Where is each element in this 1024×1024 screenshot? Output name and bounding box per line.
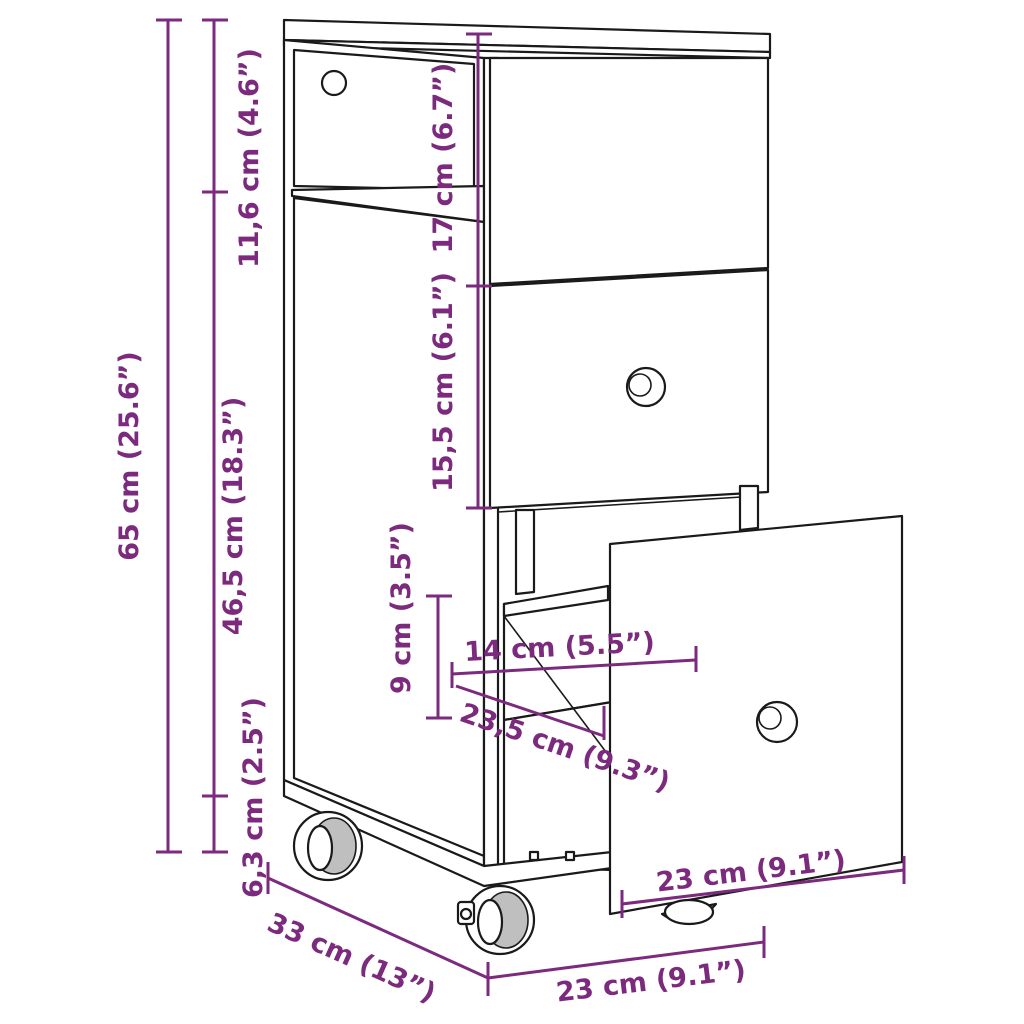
top-drawer-height-label: 17 cm (6.7”)	[428, 63, 459, 254]
cabinet-illustration	[282, 18, 904, 956]
lower-drawer-knob-icon	[755, 700, 799, 744]
total-height-label: 65 cm (25.6”)	[114, 351, 145, 561]
caster-wheel-right-icon	[660, 898, 718, 926]
depth-label: 33 cm (13”)	[263, 907, 441, 1009]
lower-drawer-front	[608, 514, 904, 916]
body-height-label: 46,5 cm (18.3”)	[218, 397, 249, 636]
width-label: 23 cm (9.1”)	[554, 955, 747, 1009]
wheel-height-label: 6,3 cm (2.5”)	[238, 697, 269, 898]
caster-wheel-left-icon	[292, 810, 364, 882]
top-drawer-front	[488, 56, 770, 286]
middle-drawer-knob-icon	[625, 366, 667, 408]
cable-hole-icon	[320, 69, 348, 97]
middle-drawer-height-label: 15,5 cm (6.1”)	[428, 272, 459, 492]
dimension-lines	[156, 18, 906, 996]
caster-wheel-front-icon	[456, 884, 536, 956]
top-shelf-height-label: 11,6 cm (4.6”)	[234, 48, 265, 268]
inner-drawer-height-label: 9 cm (3.5”)	[386, 522, 417, 694]
